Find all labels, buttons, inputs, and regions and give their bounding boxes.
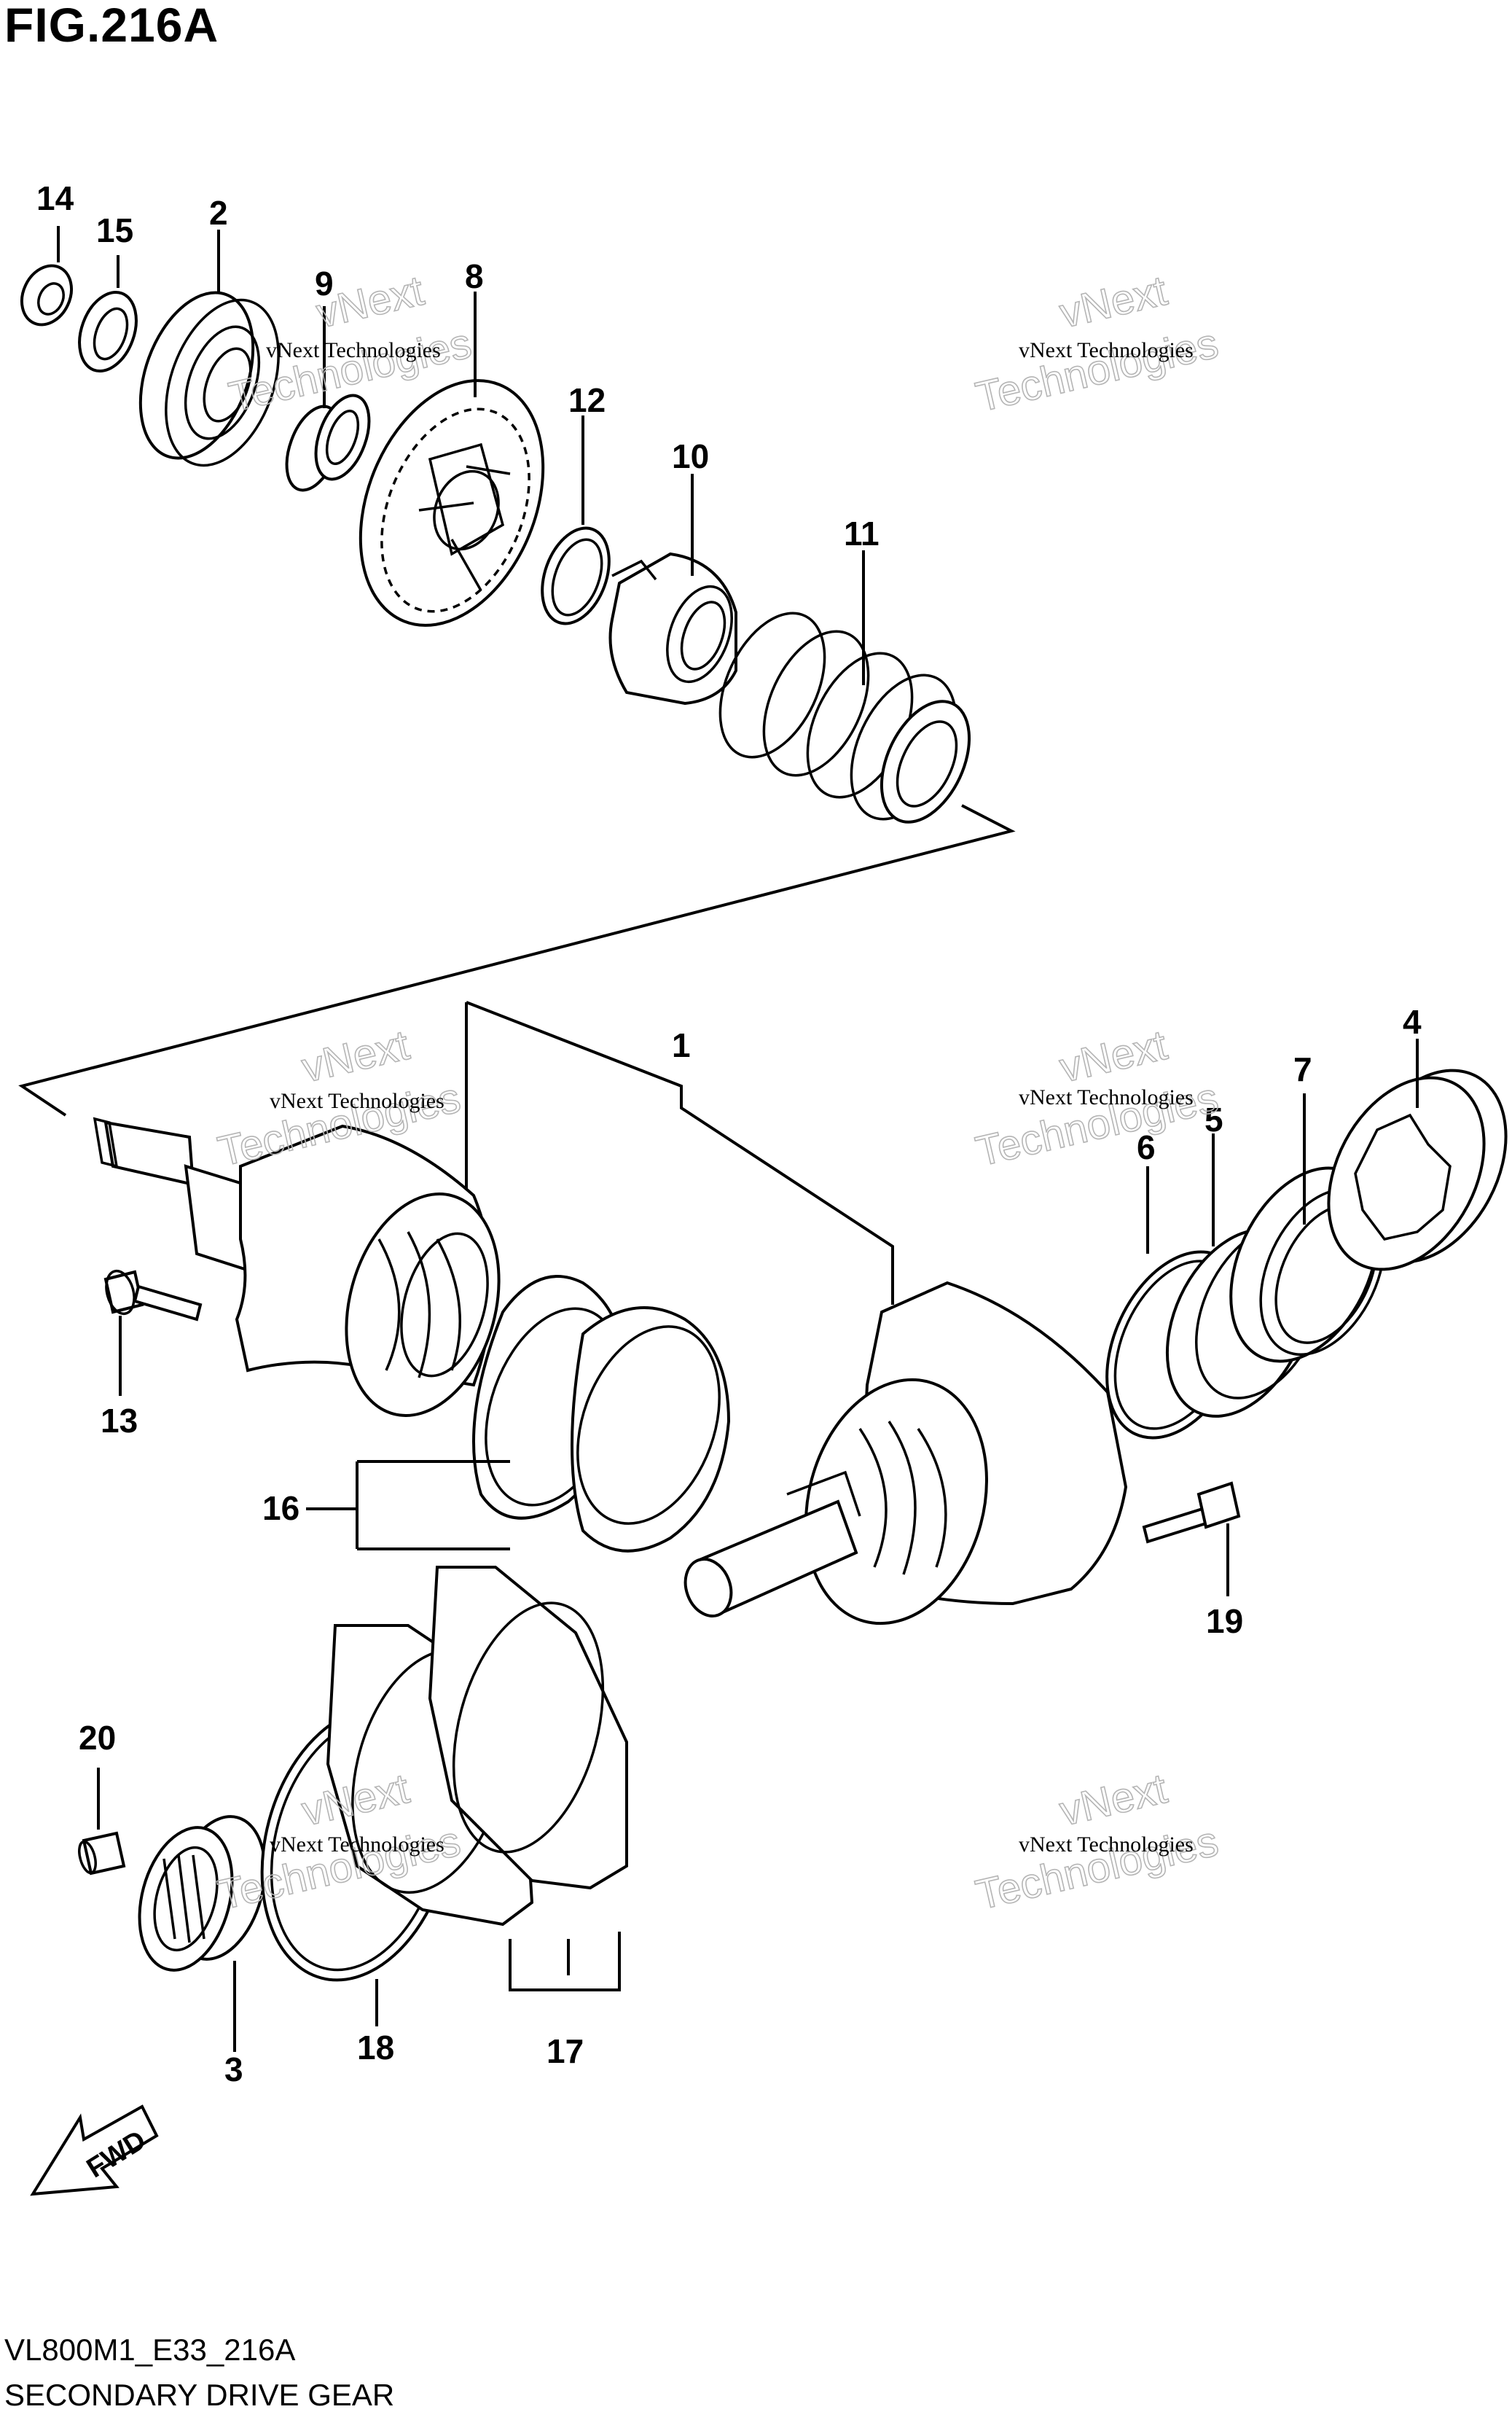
callout-6: 6 xyxy=(1137,1128,1156,1166)
leader-lines xyxy=(57,226,1419,2052)
part-14-nut[interactable] xyxy=(12,257,81,332)
watermark-mid-right: vNext Technologies vNext Technologies xyxy=(971,1020,1223,1176)
callout-11: 11 xyxy=(844,515,880,553)
callout-1: 1 xyxy=(672,1026,691,1064)
callout-7: 7 xyxy=(1293,1050,1312,1088)
callout-13: 13 xyxy=(101,1402,138,1440)
part-15-washer[interactable] xyxy=(69,284,146,379)
part-11-spring[interactable] xyxy=(699,597,987,836)
leader-17 xyxy=(509,1932,621,1991)
part-17-shim-set[interactable] xyxy=(326,1566,628,1927)
watermark-bottom-right: vNext Technologies vNext Technologies xyxy=(971,1764,1223,1919)
part-16-gasket-set[interactable] xyxy=(461,1275,745,1553)
fwd-arrow: FWD xyxy=(30,2104,159,2196)
part-8-gear[interactable] xyxy=(326,354,577,653)
part-13-bolt[interactable] xyxy=(102,1268,203,1322)
callout-2: 2 xyxy=(209,194,228,232)
part-3-needle-bearing[interactable] xyxy=(125,1806,280,1980)
watermark-top-right: vNext Technologies vNext Technologies xyxy=(971,266,1223,421)
callout-18: 18 xyxy=(357,2029,394,2066)
callout-3: 3 xyxy=(224,2050,243,2088)
svg-text:vNext: vNext xyxy=(1055,267,1171,337)
callout-14: 14 xyxy=(36,179,74,217)
callout-10: 10 xyxy=(672,437,709,475)
callout-16: 16 xyxy=(262,1489,299,1527)
svg-text:vNext: vNext xyxy=(1055,1765,1171,1835)
svg-text:vNext: vNext xyxy=(297,1021,413,1092)
svg-text:vNext Technologies: vNext Technologies xyxy=(1019,338,1194,362)
callout-4: 4 xyxy=(1403,1003,1422,1041)
model-code: VL800M1_E33_216A xyxy=(4,2333,296,2367)
part-10-cam[interactable] xyxy=(608,552,744,706)
callout-5: 5 xyxy=(1204,1101,1223,1139)
callout-labels: 14 15 2 9 8 12 10 11 1 4 7 5 6 13 16 19 … xyxy=(36,179,1422,2088)
part-12-circlip[interactable] xyxy=(530,519,621,633)
leader-1 xyxy=(465,1001,894,1305)
part-4-nut[interactable] xyxy=(1297,1044,1512,1296)
callout-15: 15 xyxy=(96,211,133,249)
part-9-collar[interactable] xyxy=(276,389,379,498)
leader-16 xyxy=(306,1460,510,1550)
callout-12: 12 xyxy=(568,381,606,419)
svg-text:vNext Technologies: vNext Technologies xyxy=(1019,1832,1194,1857)
svg-text:vNext Technologies: vNext Technologies xyxy=(270,1089,444,1113)
callout-20: 20 xyxy=(79,1719,116,1757)
part-19-bolt[interactable] xyxy=(1142,1481,1241,1544)
figure-title: FIG.216A xyxy=(4,0,219,52)
part-2-bearing[interactable] xyxy=(120,277,299,481)
svg-text:vNext Technologies: vNext Technologies xyxy=(1019,1085,1194,1109)
callout-19: 19 xyxy=(1206,1602,1243,1640)
part-1-housing-gear[interactable] xyxy=(678,1281,1128,1644)
svg-text:vNext: vNext xyxy=(1055,1021,1171,1092)
part-20-pin[interactable] xyxy=(77,1831,126,1876)
callout-9: 9 xyxy=(315,265,334,302)
callout-17: 17 xyxy=(547,2032,584,2070)
callout-8: 8 xyxy=(465,257,484,295)
diagram-caption: SECONDARY DRIVE GEAR xyxy=(4,2378,395,2412)
group-bracket xyxy=(18,804,1016,1117)
part-1-drive-pinion[interactable] xyxy=(93,1117,522,1433)
svg-text:Technologies: Technologies xyxy=(971,319,1223,421)
svg-text:vNext Technologies: vNext Technologies xyxy=(266,338,441,362)
svg-text:vNext Technologies: vNext Technologies xyxy=(270,1832,444,1857)
